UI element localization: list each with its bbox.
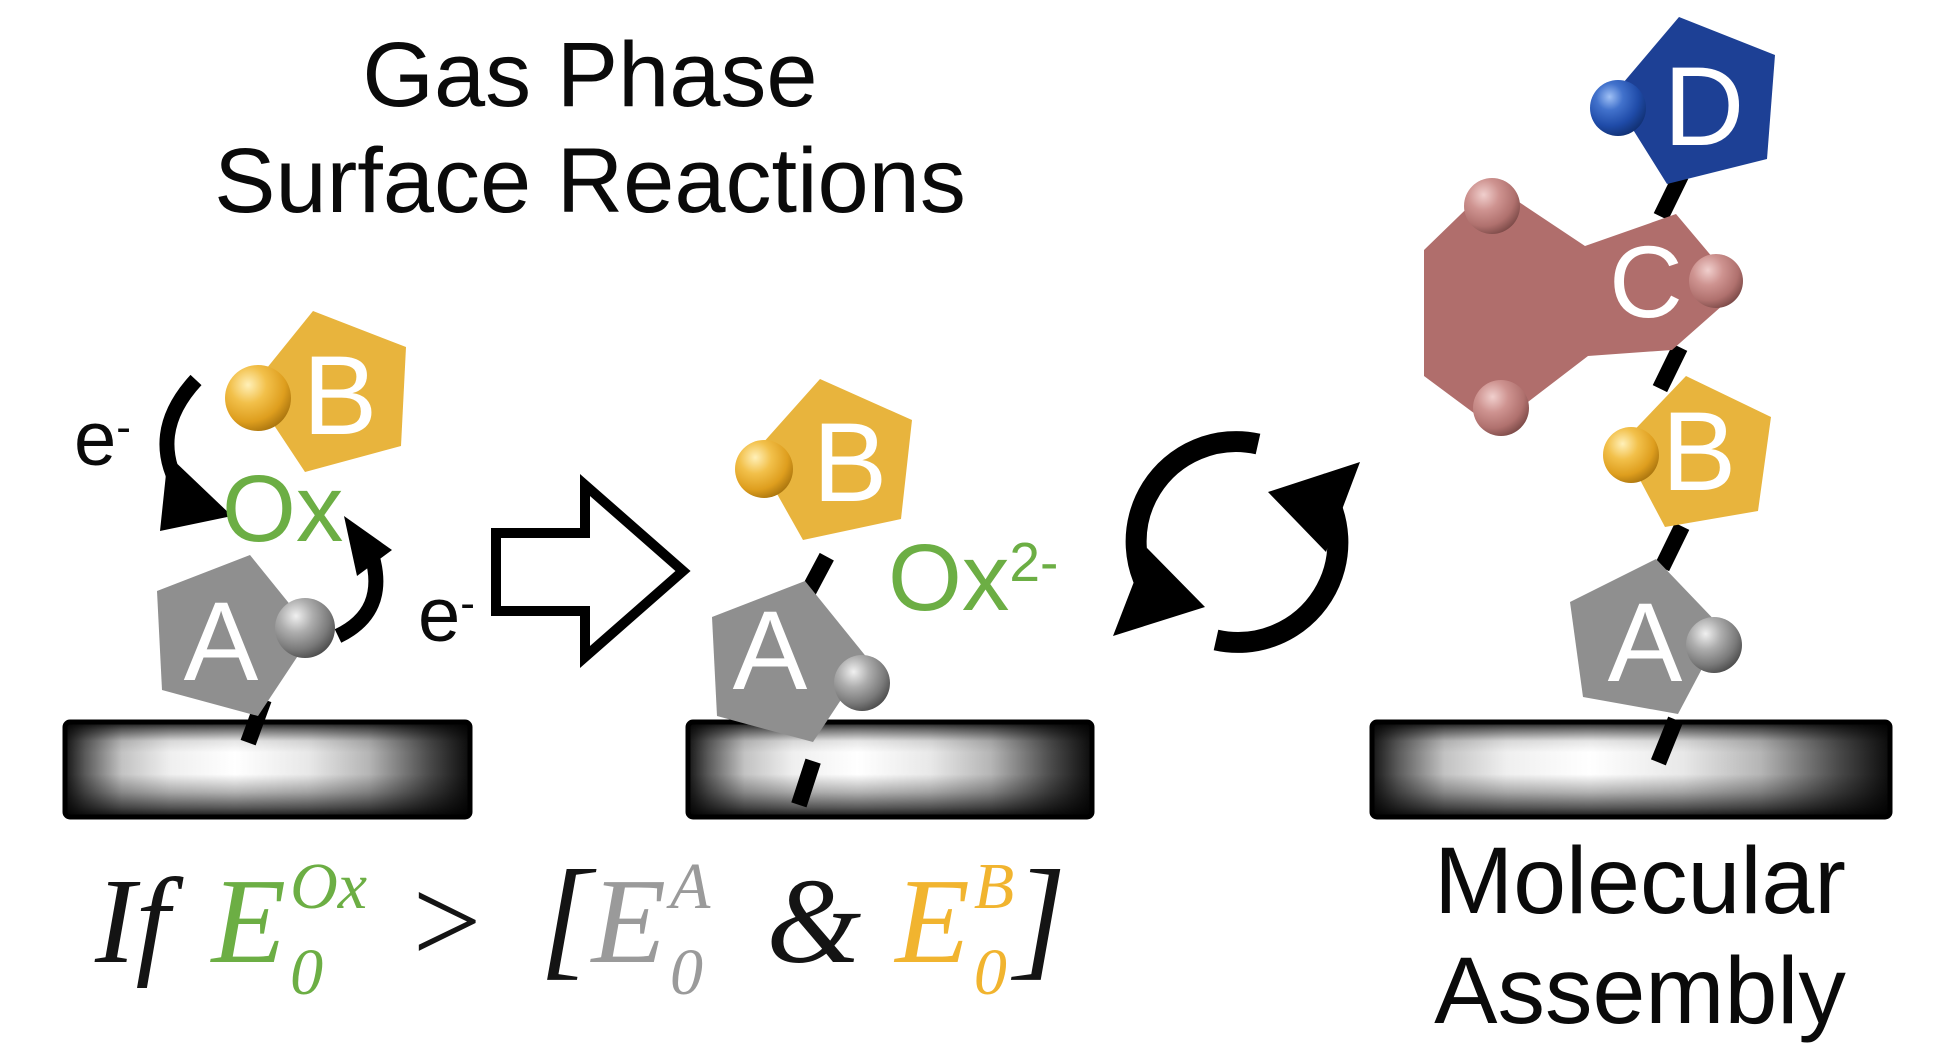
bond-stick-right-d-c xyxy=(1653,171,1689,221)
caption-line-2: Assembly xyxy=(1434,938,1846,1044)
pentagon-d-right xyxy=(1612,17,1775,184)
bond-stick-mid-a-surface xyxy=(791,758,821,808)
cycle-arrows-icon xyxy=(1113,431,1360,653)
bond-stick-right-a-surface xyxy=(1650,716,1684,766)
molecular-assembly-caption: Molecular Assembly xyxy=(1330,826,1950,1046)
pentagon-b-middle-label: B xyxy=(812,400,888,525)
block-arrow-right-icon xyxy=(491,473,691,669)
pentagon-a-middle xyxy=(712,581,868,742)
sphere-a-right xyxy=(1686,617,1742,673)
substrate-bar-left xyxy=(62,719,473,820)
caption-line-1: Molecular xyxy=(1434,828,1846,934)
substrate-bar-right xyxy=(1369,719,1893,820)
sphere-b-left xyxy=(225,365,291,431)
title-line-1: Gas Phase xyxy=(362,24,818,126)
formula-bracket-close: ] xyxy=(1014,843,1067,991)
formula-term-b-sup: B xyxy=(973,850,1015,923)
pentagon-a-right xyxy=(1570,559,1723,714)
bond-stick-left-a-surface xyxy=(240,696,272,746)
sphere-a-left xyxy=(275,598,335,658)
sphere-b-middle xyxy=(735,440,793,498)
sphere-a-middle xyxy=(834,655,890,711)
electron-arrow-down-icon xyxy=(159,374,232,531)
formula-if: If xyxy=(95,854,170,989)
formula-greater-than: > xyxy=(405,854,488,989)
sphere-c-right-right xyxy=(1689,254,1743,308)
ring-c-right-label: C xyxy=(1609,225,1683,339)
ring-c-right xyxy=(1424,184,1740,428)
pentagon-b-left xyxy=(250,311,406,472)
sphere-c-bottom-right xyxy=(1473,380,1529,436)
oxidant-label-left: Ox xyxy=(222,456,344,562)
pentagon-a-right-label: A xyxy=(1607,580,1683,705)
title-line-2: Surface Reactions xyxy=(214,130,966,232)
sphere-b-right xyxy=(1603,427,1659,483)
bond-stick-right-c-b xyxy=(1652,343,1688,393)
figure-title: Gas Phase Surface Reactions xyxy=(90,22,1090,234)
electron-arrow-up-icon xyxy=(334,516,392,643)
pentagon-a-middle-label: A xyxy=(732,588,808,713)
pentagon-b-left-label: B xyxy=(302,333,378,458)
pentagon-d-right-label: D xyxy=(1663,44,1745,169)
electron-right-charge: - xyxy=(460,579,475,629)
pentagon-b-right xyxy=(1621,376,1771,527)
substrate-bar-middle xyxy=(685,719,1095,820)
sphere-d-right xyxy=(1590,80,1646,136)
pentagon-b-right-label: B xyxy=(1661,389,1737,514)
oxidant-label-middle: Ox2- xyxy=(888,525,1059,631)
formula-term-a-sub: 0 xyxy=(670,936,704,1009)
formula-term-ox-sup: Ox xyxy=(290,850,368,923)
pentagon-b-middle xyxy=(754,379,912,540)
electron-label-right: e- xyxy=(418,573,475,658)
pentagon-a-left-label: A xyxy=(183,579,259,704)
bond-stick-right-b-a xyxy=(1654,522,1690,572)
electron-left-charge: - xyxy=(116,403,131,453)
oxidant-charge: 2- xyxy=(1009,531,1059,594)
formula-bracket-open: [ xyxy=(539,843,592,991)
formula-term-ox-sub: 0 xyxy=(290,936,324,1009)
sphere-c-top-right xyxy=(1464,178,1520,234)
formula-term-b-sub: 0 xyxy=(973,936,1007,1009)
formula-ampersand: & xyxy=(766,854,862,989)
pentagon-a-left xyxy=(157,555,313,716)
formula-term-a-sup: A xyxy=(670,850,711,923)
electron-label-left: e- xyxy=(74,397,131,482)
